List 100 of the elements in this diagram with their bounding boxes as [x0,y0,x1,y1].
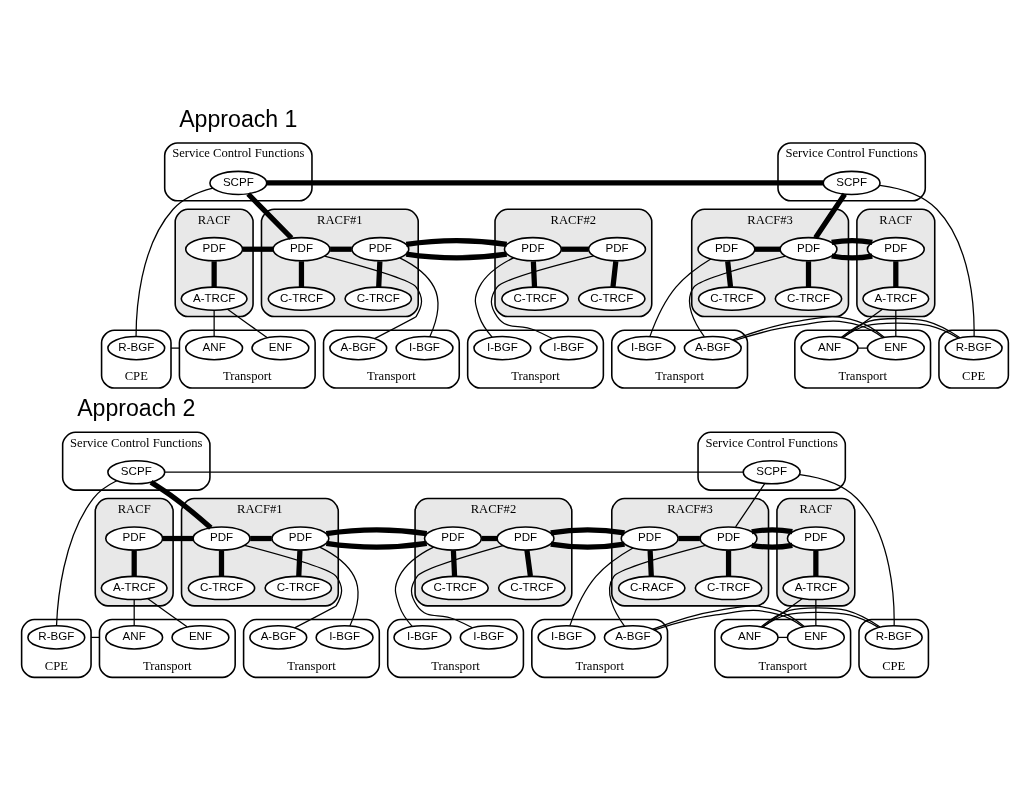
connector [878,184,975,337]
connector [754,246,780,252]
connector [651,604,805,630]
connector [394,546,434,627]
node-ellipse: PDF [587,236,646,262]
connector [55,479,117,626]
connector [149,479,212,530]
node-ellipse: I-BGF [394,335,454,360]
node-ellipse: A-BGF [683,335,742,360]
connector [894,309,896,337]
connector [450,549,457,576]
node-ellipse: PDF [423,525,482,551]
node-ellipse: C-TRCF [187,575,255,600]
node-ellipse: SCPF [106,459,165,485]
node-ellipse: PDF [191,525,251,551]
node-ellipse: ANF [184,335,243,360]
node-ellipse: ENF [170,624,230,650]
connector [549,526,625,550]
node-ellipse: PDF [350,236,410,262]
node-ellipse: PDF [495,525,555,551]
connector [725,550,731,576]
connector [249,535,272,541]
connector [405,237,507,261]
connector [750,526,793,550]
node-ellipse: PDF [778,236,838,262]
node-ellipse: ENF [866,335,925,360]
node-ellipse: C-TRCF [343,285,412,311]
connector [530,260,537,287]
node-ellipse: PDF [696,236,756,262]
connector [760,606,881,628]
connector [169,347,180,349]
node-ellipse: A-TRCF [781,575,849,600]
node-ellipse: I-BGF [392,624,452,650]
connector [724,260,733,287]
node-ellipse: PDF [184,236,243,262]
connector [648,257,711,337]
node-ellipse: C-TRCF [774,285,842,311]
node-ellipse: SCPF [208,170,268,195]
connector [814,598,816,626]
node-ellipse: I-BGF [538,335,598,360]
node-ellipse: A-BGF [248,624,307,650]
connector [298,260,304,287]
node-ellipse: I-BGF [472,335,532,360]
connector [731,315,885,341]
connector [677,535,700,541]
connector [318,546,359,627]
node-ellipse: C-TRCF [420,575,489,600]
node-ellipse: A-TRCF [861,285,929,311]
connector [490,254,594,339]
node-ellipse: PDF [619,525,679,551]
node-ellipse: C-TRCF [267,285,335,311]
connector [146,597,188,627]
connector [295,549,303,576]
connector [568,546,634,626]
connector [830,237,873,261]
connector [840,317,961,339]
node-ellipse: R-BGF [26,624,86,650]
node-ellipse: ENF [250,335,310,360]
connector [892,260,898,287]
node-ellipse: C-TRCF [500,285,569,311]
connector [226,308,268,338]
node-ellipse: ANF [104,624,163,650]
connector [474,256,514,338]
connector [245,191,293,240]
connector [688,255,786,337]
node-ellipse: PDF [271,236,331,262]
node-ellipse: C-TRCF [497,575,566,600]
node-ellipse: I-BGF [459,624,518,650]
connector [798,473,895,626]
node-ellipse: PDF [270,525,330,551]
node-ellipse: PDF [104,525,163,551]
connector [266,179,823,186]
node-ellipse: C-TRCF [694,575,762,600]
node-ellipse: PDF [866,236,925,262]
connector [375,260,382,287]
connector [243,544,342,628]
node-ellipse: C-TRCF [697,285,766,311]
connector [131,550,137,576]
connector [162,535,193,541]
connector [608,544,706,627]
connector [805,260,811,287]
connector [410,544,504,628]
connector [133,598,135,626]
connector [481,535,497,541]
node-ellipse: PDF [503,236,562,262]
node-ellipse: C-TRCF [263,575,332,600]
connector [134,187,213,337]
node-ellipse: ANF [719,624,779,650]
node-ellipse: ANF [799,335,859,360]
connector [856,347,868,349]
node-ellipse: A-BGF [328,335,387,360]
node-ellipse: A-BGF [603,624,662,650]
node-ellipse: SCPF [821,170,881,195]
connector [647,549,654,576]
connector [734,482,765,528]
connector [609,260,618,287]
label: Approach 2 [76,394,195,421]
node-ellipse: R-BGF [106,335,165,360]
node-ellipse: I-BGF [314,624,374,650]
node-ellipse: C-TRCF [577,285,646,311]
